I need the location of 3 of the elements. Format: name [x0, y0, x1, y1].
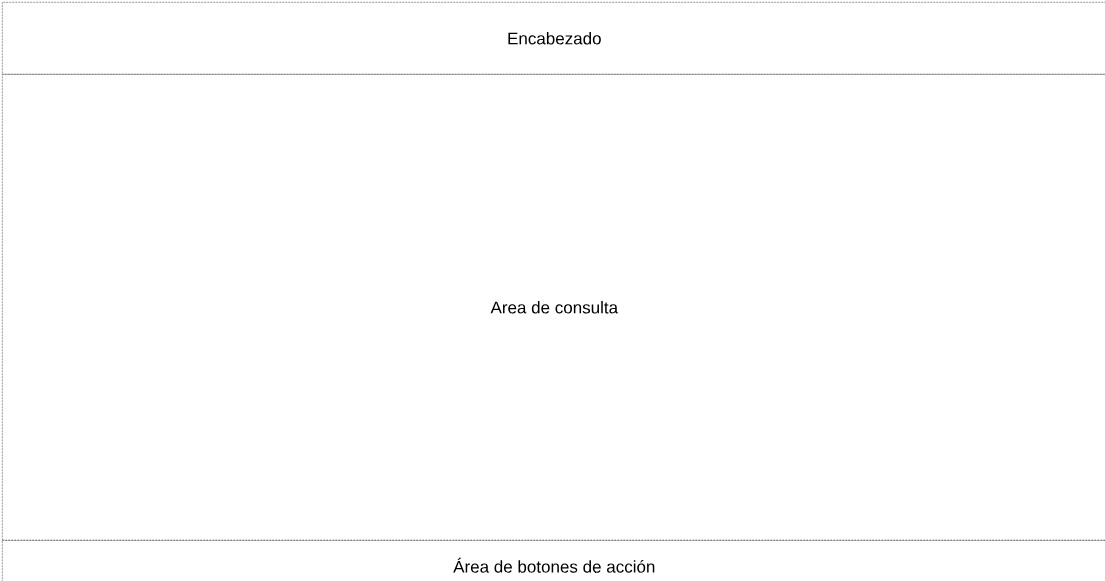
layout-section: Encabezado — [2, 2, 1105, 75]
layout-section: Area de consulta — [2, 74, 1105, 541]
layout-section: Área de botones de acción — [2, 540, 1105, 581]
